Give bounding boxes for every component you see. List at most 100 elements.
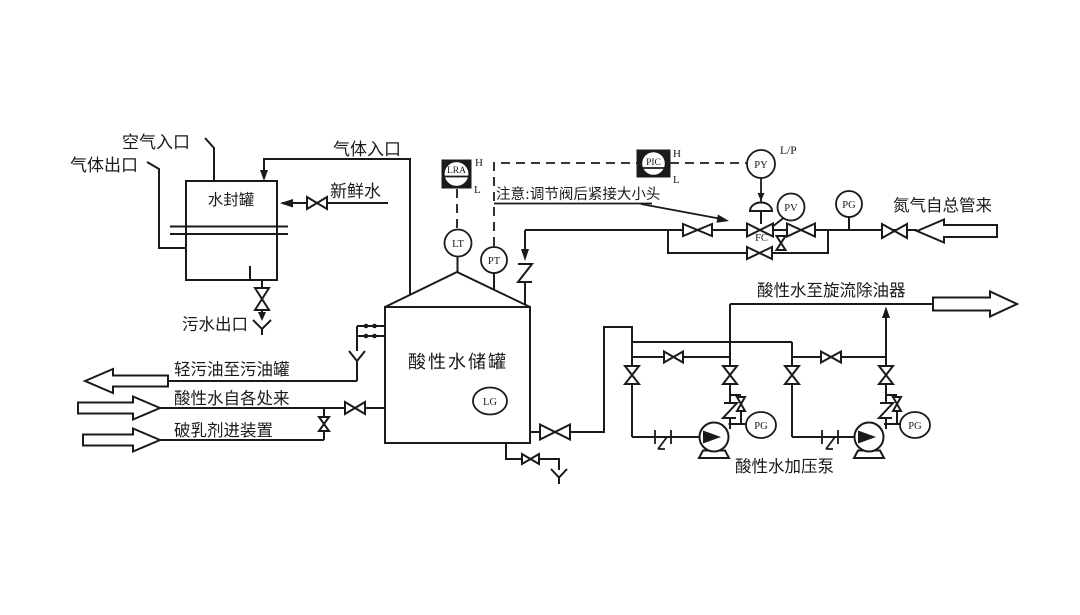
- fresh-water-arrow-icon: [280, 199, 293, 208]
- coupling-dot-icon: [372, 323, 377, 329]
- py-tag: PY: [754, 160, 768, 171]
- fresh-water-valve-icon: [306, 195, 328, 211]
- pic-tag: PIC: [646, 158, 661, 168]
- acid-water-from-units-label: 酸性水自各处来: [174, 389, 290, 408]
- coupling-dot-icon: [363, 323, 369, 329]
- pump2-impeller-icon: [858, 430, 876, 444]
- pump2-strainer-icon: [821, 430, 839, 450]
- slop-oil-block-arrow-icon: [82, 367, 169, 395]
- py-signal-arrow-icon: [757, 193, 765, 201]
- demulsifier-label: 破乳剂进装置: [174, 421, 273, 440]
- pt-tag: PT: [488, 256, 501, 267]
- tank-outlet-pipe: [530, 326, 633, 437]
- coupling-dot-icon: [363, 333, 369, 339]
- nitrogen-inlet-valve-icon: [881, 222, 908, 240]
- demulsifier-pipe: [159, 408, 325, 441]
- nitrogen-flow-arrow-icon: [521, 249, 529, 261]
- z-symbol-icon: [515, 263, 535, 283]
- pic-bubble: [640, 150, 667, 177]
- pump-section: [622, 289, 1020, 459]
- left-arrows: [77, 367, 169, 454]
- fc-label: FC: [755, 233, 768, 244]
- pump2-bypass-valve-icon: [820, 349, 842, 365]
- pt-pic-py-signal: [493, 162, 747, 246]
- nitrogen-from-header-label: 氮气自总管来: [893, 196, 992, 215]
- pv-leader: [771, 217, 785, 228]
- gas-inlet-arrow-icon: [260, 170, 268, 181]
- gas-inlet-pipe: [263, 158, 411, 295]
- water-seal-tank-label: 水封罐: [208, 191, 255, 209]
- tank-drain-funnel-icon: [550, 468, 568, 484]
- tank-flange-lines: [170, 225, 288, 235]
- pump1-discharge-pipe: [728, 304, 746, 429]
- pump2-discharge-valve-icon: [876, 365, 896, 385]
- lt-tag: LT: [452, 239, 464, 250]
- gas-inlet-label: 气体入口: [333, 140, 401, 160]
- gas-outlet-pipe: [146, 161, 186, 249]
- text-labels: 空气入口 气体出口 气体入口 新鲜水 水封罐 污水出口 轻污油至污油罐 酸性水自…: [70, 133, 992, 476]
- demulsifier-block-arrow-icon: [82, 426, 163, 454]
- acid-water-block-arrow-icon: [77, 394, 163, 422]
- pumps-label: 酸性水加压泵: [735, 457, 834, 476]
- pg-pump2-bubble: [899, 411, 931, 439]
- demulsifier-valve-icon: [317, 416, 331, 432]
- outlet-block-arrow-icon: [932, 289, 1020, 319]
- lra-high-label: H: [475, 157, 483, 169]
- gas-outlet-label: 气体出口: [70, 156, 138, 176]
- pg-nitrogen-tag: PG: [842, 200, 856, 211]
- bypass-valve-icon: [746, 245, 773, 261]
- slop-oil-pipe: [166, 325, 385, 382]
- instrument-tags: LRA H L LT PT PIC H L PY L/P PV FC PG LG…: [447, 145, 922, 432]
- acid-water-tank-body: [384, 306, 531, 444]
- lra-low-label: L: [474, 184, 481, 196]
- tank-drain-valve-icon: [521, 452, 540, 466]
- lra-bubble: [442, 160, 471, 188]
- water-seal-tank-body: [185, 180, 278, 281]
- water-seal-tank-section: [146, 137, 411, 335]
- pump2-join-arrow-icon: [882, 306, 890, 318]
- pump1-discharge-valve-icon: [720, 365, 740, 385]
- bleed-valve-icon: [774, 235, 788, 251]
- lra-tag: LRA: [447, 166, 466, 176]
- pump1-strainer-icon: [654, 430, 672, 450]
- to-cyclone-label: 酸性水至旋流除油器: [757, 281, 906, 300]
- slop-oil-label: 轻污油至污油罐: [174, 360, 290, 379]
- acid-water-tank-section: [159, 270, 633, 484]
- pv-bubble: [776, 192, 806, 222]
- note-leader-arrow-icon: [716, 214, 729, 223]
- acid-water-tank-label: 酸性水储罐: [408, 352, 508, 373]
- lg-tag: LG: [483, 397, 497, 408]
- block-valve-right-icon: [786, 221, 816, 239]
- pump2-gauge-valve-icon: [891, 396, 903, 412]
- pg-pump1-tag: PG: [754, 421, 768, 432]
- pg-pump1-bubble: [745, 411, 777, 439]
- pump1-impeller-icon: [703, 430, 721, 444]
- pump1-suction-valve-icon: [622, 365, 642, 385]
- pump2-z-symbol-icon: [876, 402, 896, 419]
- pump2-discharge-pipe: [884, 318, 900, 429]
- nitrogen-control-section: [515, 149, 998, 304]
- air-inlet-pipe: [204, 137, 215, 181]
- pump2-suction-valve-icon: [782, 365, 802, 385]
- air-inlet-label: 空气入口: [122, 133, 190, 153]
- block-valve-left-icon: [682, 222, 713, 238]
- pump1-bypass-valve-icon: [663, 349, 684, 365]
- acid-water-tank-roof: [384, 270, 531, 308]
- py-signal-label: L/P: [780, 145, 797, 157]
- sewage-arrow-icon: [258, 312, 266, 321]
- nitrogen-inlet-block-arrow-icon: [914, 217, 998, 245]
- tank-top-instruments: [441, 159, 747, 290]
- actuator-diaphragm-icon: [748, 201, 774, 212]
- check-v-icon: [348, 350, 366, 363]
- control-valve-body-icon: [746, 221, 774, 239]
- acid-inlet-valve-icon: [344, 400, 366, 416]
- sewage-drain-valve-icon: [253, 287, 271, 311]
- coupling-dot-icon: [372, 333, 377, 339]
- pump1-z-symbol-icon: [720, 402, 740, 419]
- sewage-funnel-icon: [252, 319, 272, 335]
- note-label: 注意:调节阀后紧接大小头: [496, 185, 660, 203]
- pump1-gauge-valve-icon: [735, 396, 747, 412]
- note-leader: [640, 203, 720, 220]
